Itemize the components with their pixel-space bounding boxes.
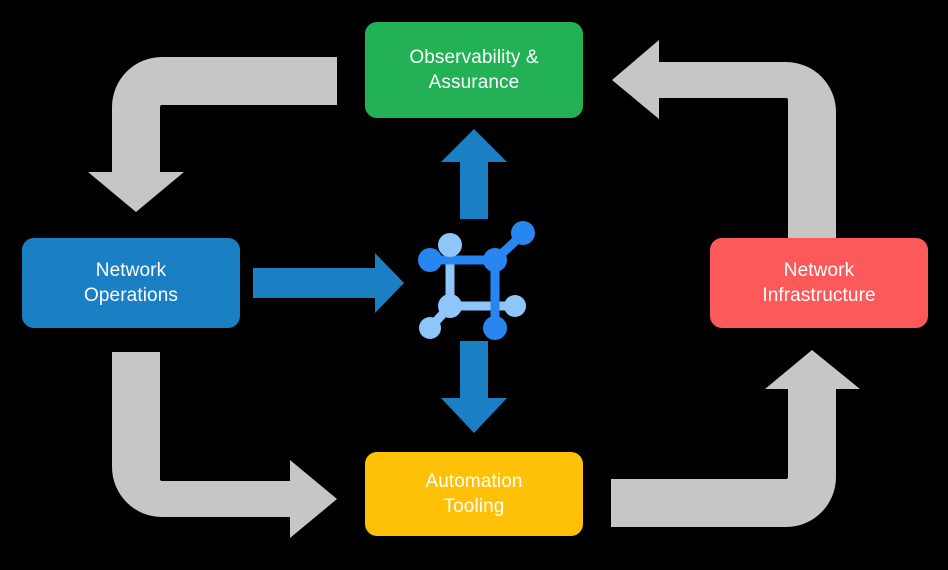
box-network-operations-label: Network Operations bbox=[84, 259, 178, 306]
blue-arrow-center-to-observability bbox=[441, 129, 507, 219]
gray-arrow-netinfra-to-observability bbox=[612, 40, 836, 238]
gray-arrow-automation-to-netinfra bbox=[611, 350, 860, 527]
box-network-infrastructure-label: Network Infrastructure bbox=[762, 259, 876, 306]
topology-nodes-light bbox=[419, 233, 526, 339]
box-observability-assurance[interactable]: Observability & Assurance bbox=[365, 22, 583, 118]
topology-nodes-bright bbox=[418, 221, 535, 340]
box-automation-tooling-label: Automation Tooling bbox=[425, 470, 523, 517]
box-observability-label: Observability & Assurance bbox=[409, 46, 539, 93]
gray-arrow-netops-to-automation bbox=[112, 352, 337, 538]
network-topology-icon bbox=[418, 221, 535, 340]
blue-arrow-netops-to-center bbox=[253, 253, 404, 313]
blue-arrow-center-to-automation bbox=[441, 341, 507, 433]
box-network-infrastructure[interactable]: Network Infrastructure bbox=[710, 238, 928, 328]
gray-arrow-observability-to-netops bbox=[88, 57, 337, 212]
box-automation-tooling[interactable]: Automation Tooling bbox=[365, 452, 583, 536]
box-network-operations[interactable]: Network Operations bbox=[22, 238, 240, 328]
